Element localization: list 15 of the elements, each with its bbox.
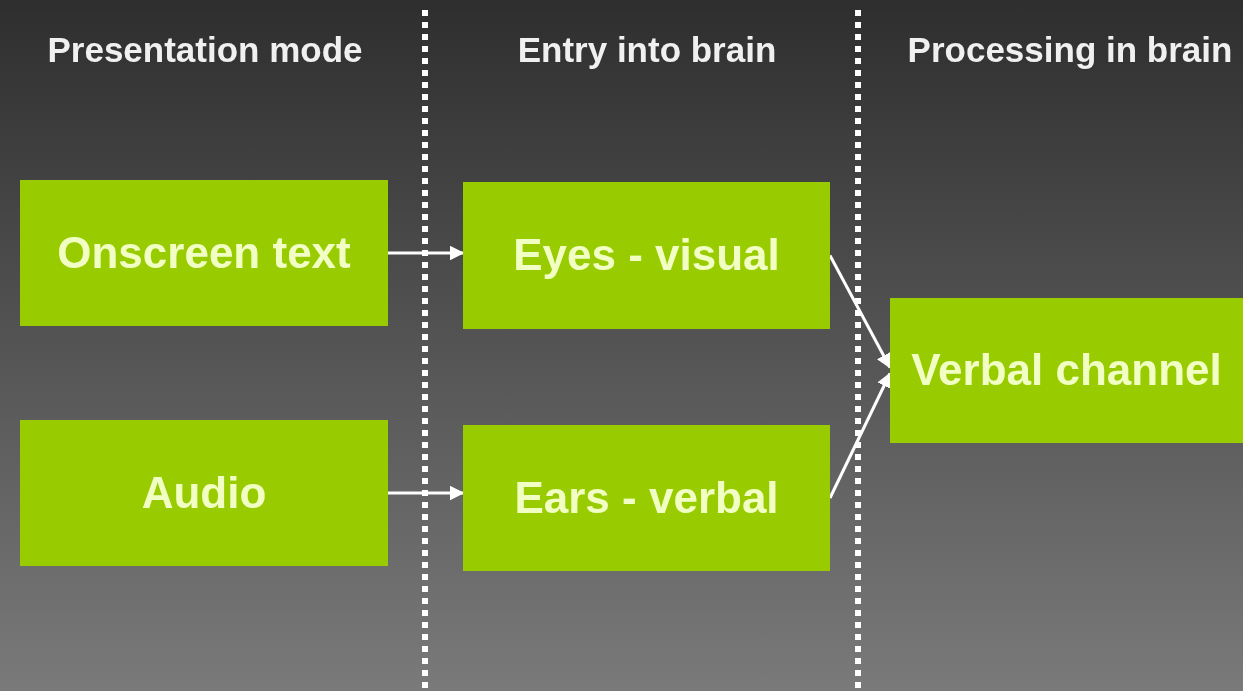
- box-label: Ears - verbal: [514, 472, 779, 524]
- column-heading: Entry into brain: [516, 29, 778, 71]
- arrow: [388, 485, 465, 501]
- process-box: [20, 420, 388, 566]
- box-label: Eyes - visual: [513, 230, 780, 281]
- box-label: Audio: [141, 467, 267, 519]
- column-heading: Processing in brain: [906, 29, 1234, 71]
- process-box: [463, 425, 830, 571]
- process-box: [463, 182, 830, 329]
- column-heading: Presentation mode: [46, 29, 364, 71]
- box-label: Onscreen text: [57, 227, 351, 279]
- arrow: [388, 245, 465, 261]
- process-box: [890, 298, 1243, 443]
- process-box: [20, 180, 388, 326]
- box-label: Verbal channel: [911, 345, 1222, 396]
